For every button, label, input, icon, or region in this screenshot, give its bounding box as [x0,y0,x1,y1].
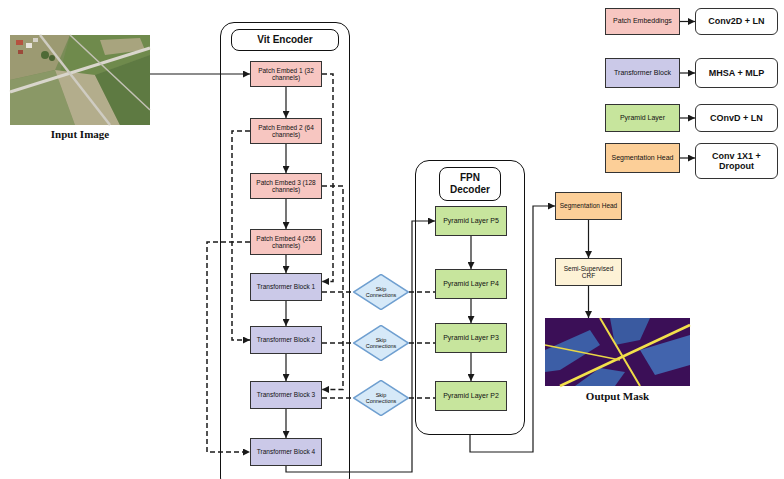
transformer-block-box: Transformer Block 1 [250,273,322,301]
legend-key-box: Segmentation Head [605,143,680,173]
box-label: Conv2D + LN [708,16,764,26]
diamond-shape [354,380,409,415]
box-label: Transformer Block 2 [257,336,315,343]
legend-value-box: COnvD + LN [695,104,778,132]
skip-connection-diamond: Skip Connections [353,325,409,361]
legend-value-box: MHSA + MLP [695,58,778,88]
output-mask-image [545,318,690,386]
arrow-connector [285,87,286,118]
box-label: Pyramid Layer P3 [443,334,499,342]
box-label: Conv 1X1 + Dropout [699,151,774,172]
dashed-connector [322,291,353,293]
arrow-connector [680,157,695,158]
arrow-connector [470,299,471,323]
transformer-block-box: Transformer Block 3 [250,381,322,409]
box-label: Pyramid Layer [620,114,665,122]
input-image: Input Image [10,35,150,141]
arrow-connector [285,301,286,326]
box-label: Segmentation Head [560,202,617,209]
arrow-connector [285,255,286,273]
box-label: Pyramid Layer P2 [443,392,499,400]
pyramid-layer-box: Pyramid Layer P2 [435,381,507,411]
box-label: Pyramid Layer P4 [443,280,499,288]
dashed-connector [409,291,435,293]
skip-connection-diamond: Skip Connections [353,380,409,416]
diamond-label: Skip Connections [364,337,398,350]
pyramid-layer-box: Pyramid Layer P4 [435,269,507,299]
dashed-connector [322,186,343,389]
dashed-connector [322,74,333,281]
diamond-shape [354,274,409,309]
box-label: Semi-Supervised CRF [559,265,618,280]
box-label: Patch Embed 1 (32 channels) [254,67,318,82]
box-label: MHSA + MLP [709,68,764,78]
legend-value-box: Conv2D + LN [695,8,778,35]
box-label: Patch Embed 3 (128 channels) [254,179,318,194]
box-label: Transformer Block 4 [257,448,315,455]
panel-title: FPN Decoder [439,167,501,201]
legend-value-box: Conv 1X1 + Dropout [695,143,778,179]
dashed-connector [409,397,435,399]
arrow-connector [680,117,695,118]
diamond-shape [354,325,409,360]
dashed-connector [409,342,435,344]
box-label: Transformer Block [614,69,671,77]
box-label: Patch Embed 2 (64 channels) [254,124,318,139]
arrow-connector [285,354,286,381]
pyramid-layer-box: Pyramid Layer P3 [435,323,507,353]
box-label: Pyramid Layer P5 [443,217,499,225]
diamond-label: Skip Connections [364,286,398,299]
box-label: Patch Embeddings [613,17,672,25]
arrow-connector [588,286,589,318]
image-caption: Input Image [10,128,150,141]
arrow-connector [285,409,286,438]
box-label: COnvD + LN [710,113,763,123]
legend-key-box: Patch Embeddings [605,8,680,35]
aerial-photo [10,35,150,125]
legend-key-box: Transformer Block [605,58,680,88]
box-label: Segmentation Head [612,154,674,162]
arrow-connector [285,144,286,173]
transformer-block-box: Transformer Block 4 [250,438,322,466]
encoder-panel: Vit EncoderPatch Embed 1 (32 channels) Pa… [220,22,350,479]
box-label: Transformer Block 3 [257,391,315,398]
arrow-connector [470,236,471,269]
image-caption: Output Mask [545,390,690,403]
panel-title: Vit Encoder [231,29,339,51]
output-mask: Output Mask [545,318,690,403]
dashed-connector [322,342,353,344]
dashed-connector [207,242,250,452]
dashed-connector [232,131,250,340]
patch-embed-box: Patch Embed 3 (128 channels) [250,173,322,199]
patch-embed-box: Patch Embed 4 (256 channels) [250,229,322,255]
arrow-connector [470,353,471,381]
arrow-connector [588,220,589,258]
transformer-block-box: Transformer Block 2 [250,326,322,354]
arrow-connector [285,199,286,229]
decoder-panel: FPN DecoderPyramid Layer P5 Pyramid Layer… [415,160,525,435]
arrow-connector [680,21,695,22]
patch-embed-box: Patch Embed 2 (64 channels) [250,118,322,144]
skip-connection-diamond: Skip Connections [353,274,409,310]
crf-box: Semi-Supervised CRF [555,258,622,286]
dashed-connector [322,397,353,399]
pyramid-layer-box: Pyramid Layer P5 [435,206,507,236]
box-label: Transformer Block 1 [257,283,315,290]
legend-key-box: Pyramid Layer [605,104,680,132]
segmentation-head-box: Segmentation Head [555,192,622,220]
arrow-connector [150,73,250,74]
patch-embed-box: Patch Embed 1 (32 channels) [250,61,322,87]
box-label: Patch Embed 4 (256 channels) [254,235,318,250]
diamond-label: Skip Connections [364,392,398,405]
arrow-connector [680,72,695,73]
